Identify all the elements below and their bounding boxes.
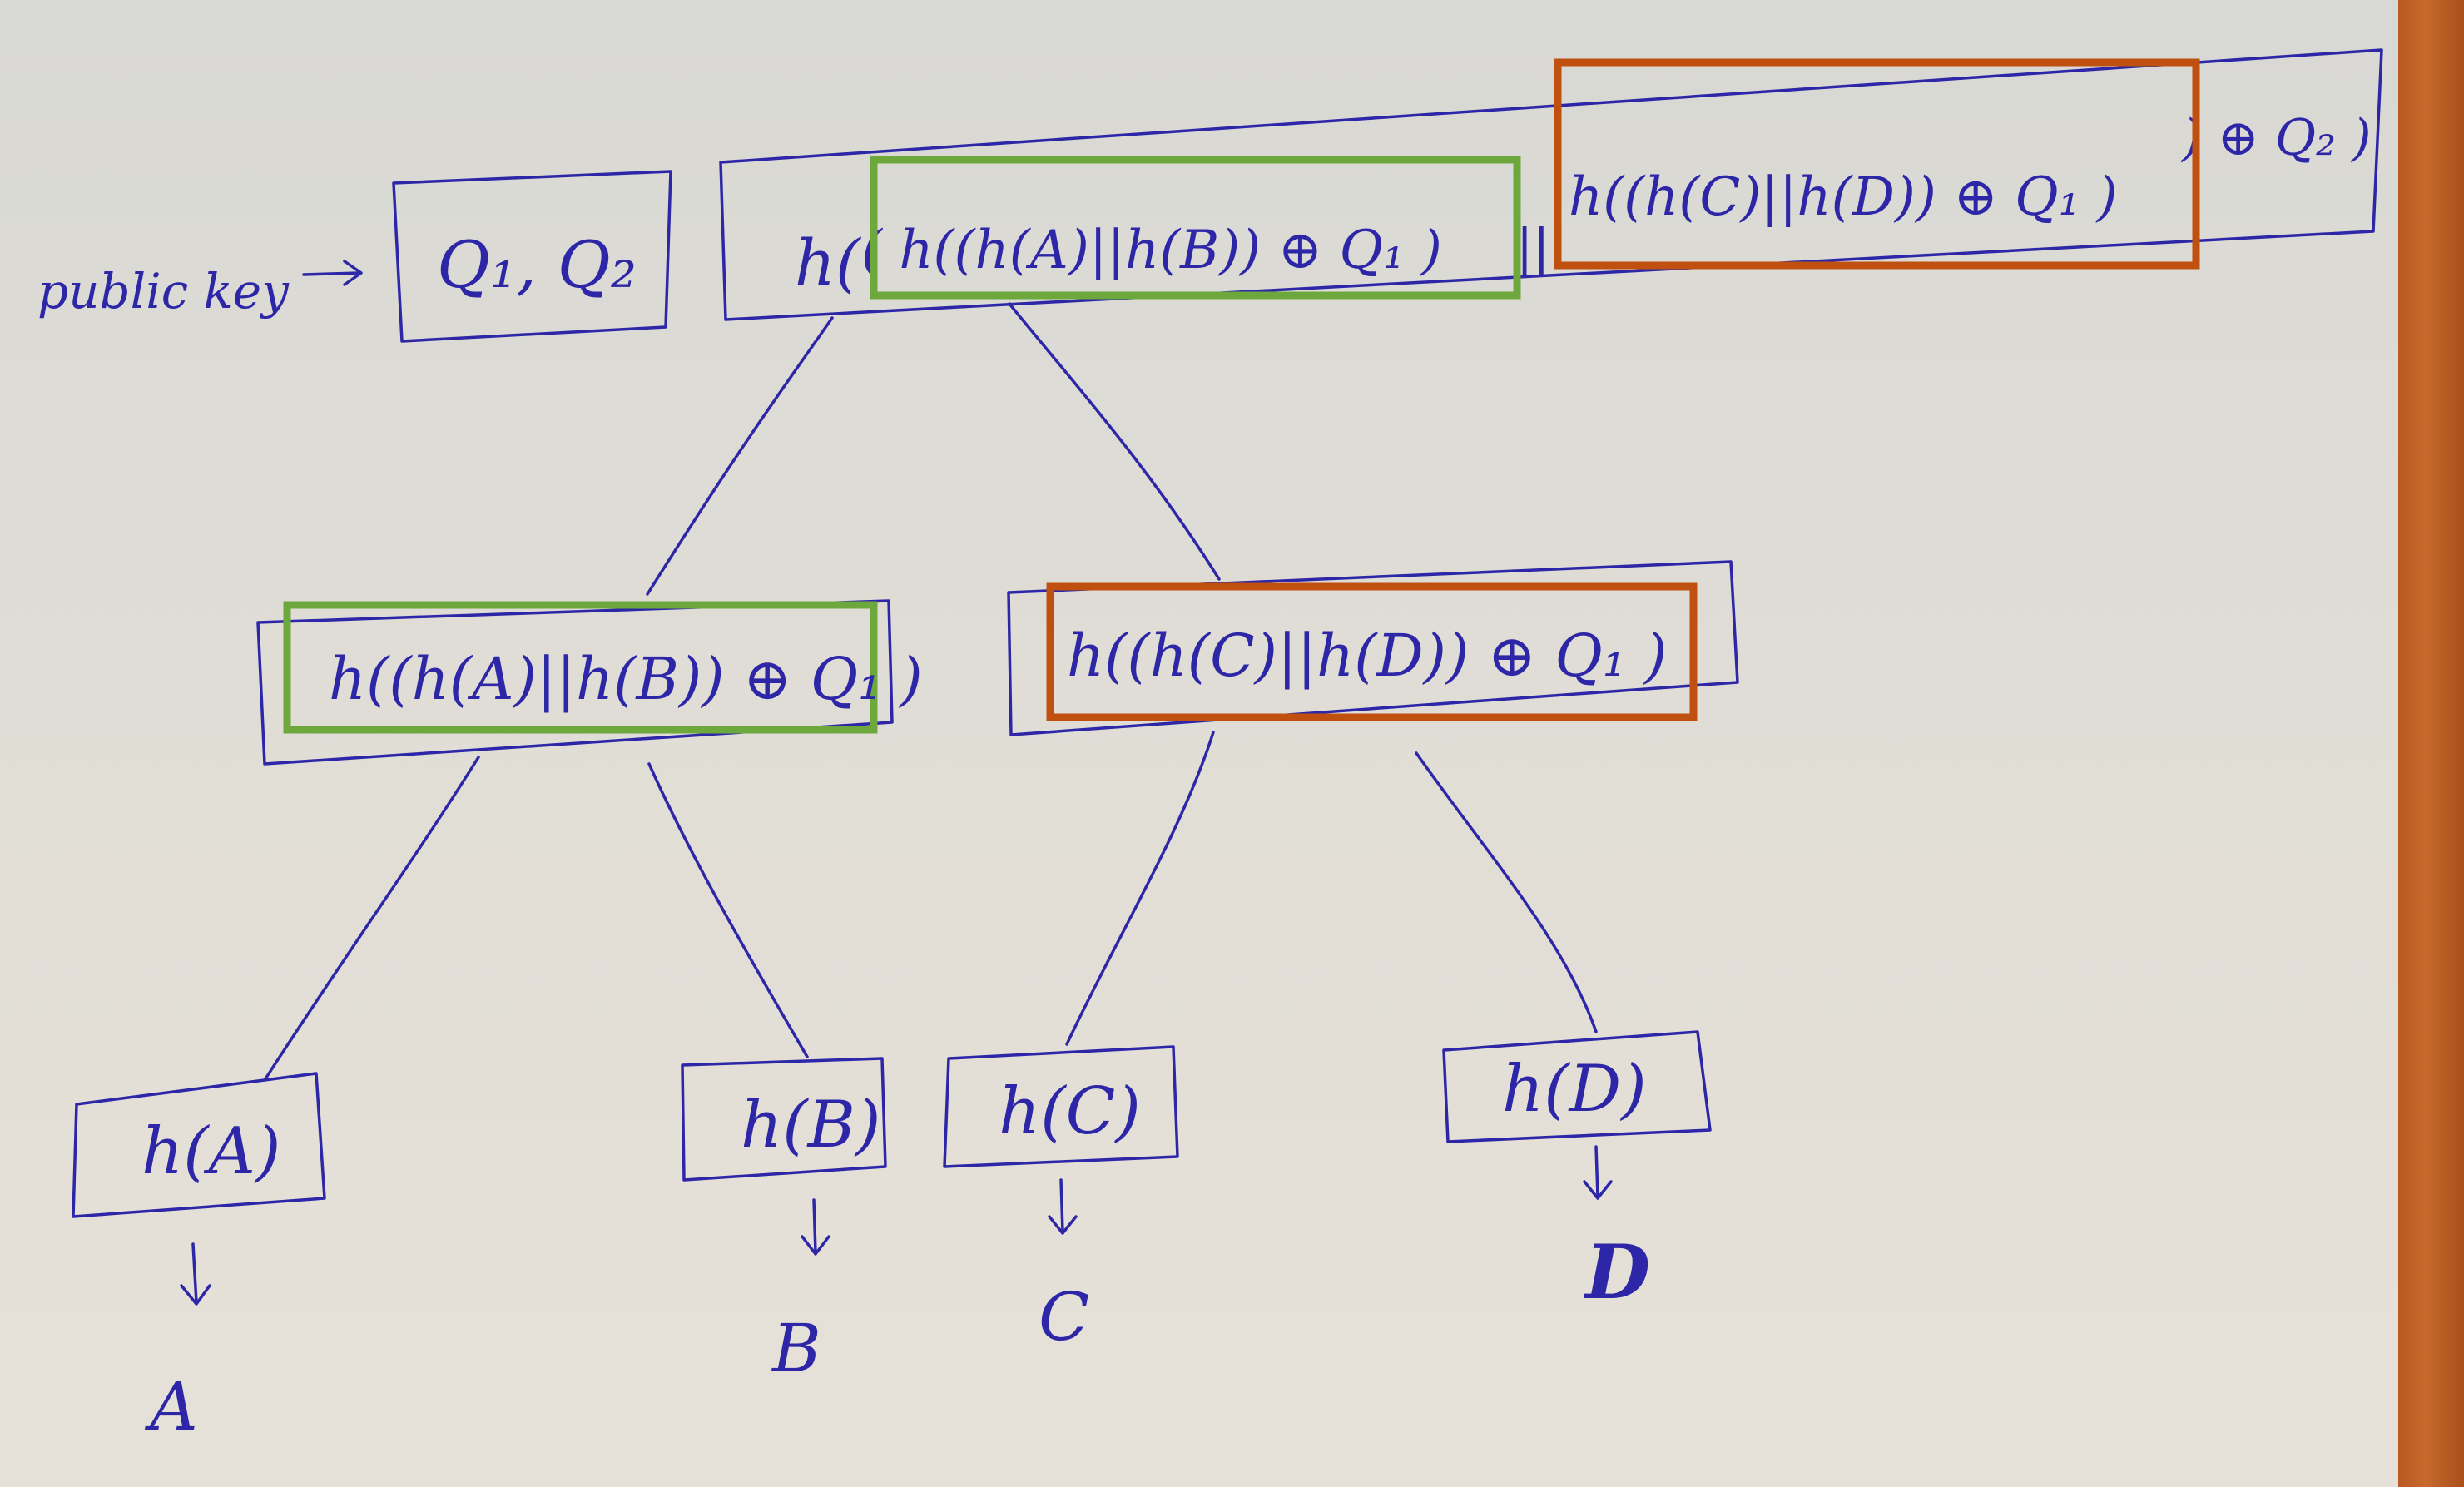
root-node-box — [719, 48, 2383, 321]
mid-right-node-box — [1007, 560, 1739, 736]
mid-left-label: h((h(A)||h(B)) ⊕ Q₁ ) — [329, 645, 923, 713]
edge-mid-left-to-leaf-a — [263, 756, 480, 1082]
desk-edge — [2398, 0, 2464, 1487]
root-right-term: h((h(C)||h(D)) ⊕ Q₁ ) — [1569, 166, 2118, 228]
root-suffix: ) ⊕ Q₂ ) — [2180, 109, 2372, 167]
input-c-label: C — [1039, 1278, 1089, 1356]
root-left-term: ( h((h(A)||h(B)) ⊕ Q₁ ) — [861, 220, 1442, 281]
mid-left-highlight — [283, 601, 878, 734]
edge-root-to-mid-left — [646, 316, 834, 596]
arrow-leaf-b-to-input — [801, 1198, 830, 1256]
public-key-arrow — [302, 260, 363, 286]
leaf-c-label: h(C) — [999, 1074, 1141, 1149]
leaf-c-box — [943, 1045, 1179, 1168]
edge-mid-right-to-leaf-d — [1415, 751, 1598, 1033]
root-right-highlight — [1554, 58, 2200, 270]
mid-right-label: h((h(C)||h(D)) ⊕ Q₁ ) — [1067, 622, 1667, 690]
arrow-leaf-c-to-input — [1048, 1178, 1078, 1235]
public-key-values: Q₁, Q₂ — [437, 228, 637, 303]
mid-right-highlight — [1046, 582, 1698, 721]
edge-mid-right-to-leaf-c — [1065, 731, 1215, 1046]
input-d-label: D — [1583, 1228, 1650, 1316]
arrow-leaf-d-to-input — [1583, 1145, 1613, 1200]
public-key-label: public key — [37, 263, 290, 320]
root-prefix: h( — [795, 226, 861, 300]
input-b-label: B — [771, 1310, 821, 1387]
leaf-a-box — [72, 1072, 326, 1218]
leaf-d-label: h(D) — [1502, 1052, 1647, 1127]
leaf-b-label: h(B) — [741, 1088, 880, 1162]
edge-mid-left-to-leaf-b — [647, 762, 809, 1058]
arrow-leaf-a-to-input — [180, 1242, 211, 1306]
leaf-b-box — [681, 1057, 887, 1182]
input-a-label: A — [144, 1368, 198, 1445]
root-left-highlight — [870, 156, 1521, 300]
leaf-a-label: h(A) — [141, 1114, 280, 1189]
public-key-box — [392, 170, 672, 343]
root-concat: || — [1516, 219, 1549, 277]
edge-root-to-mid-right — [1008, 302, 1221, 581]
leaf-d-box — [1442, 1030, 1712, 1143]
